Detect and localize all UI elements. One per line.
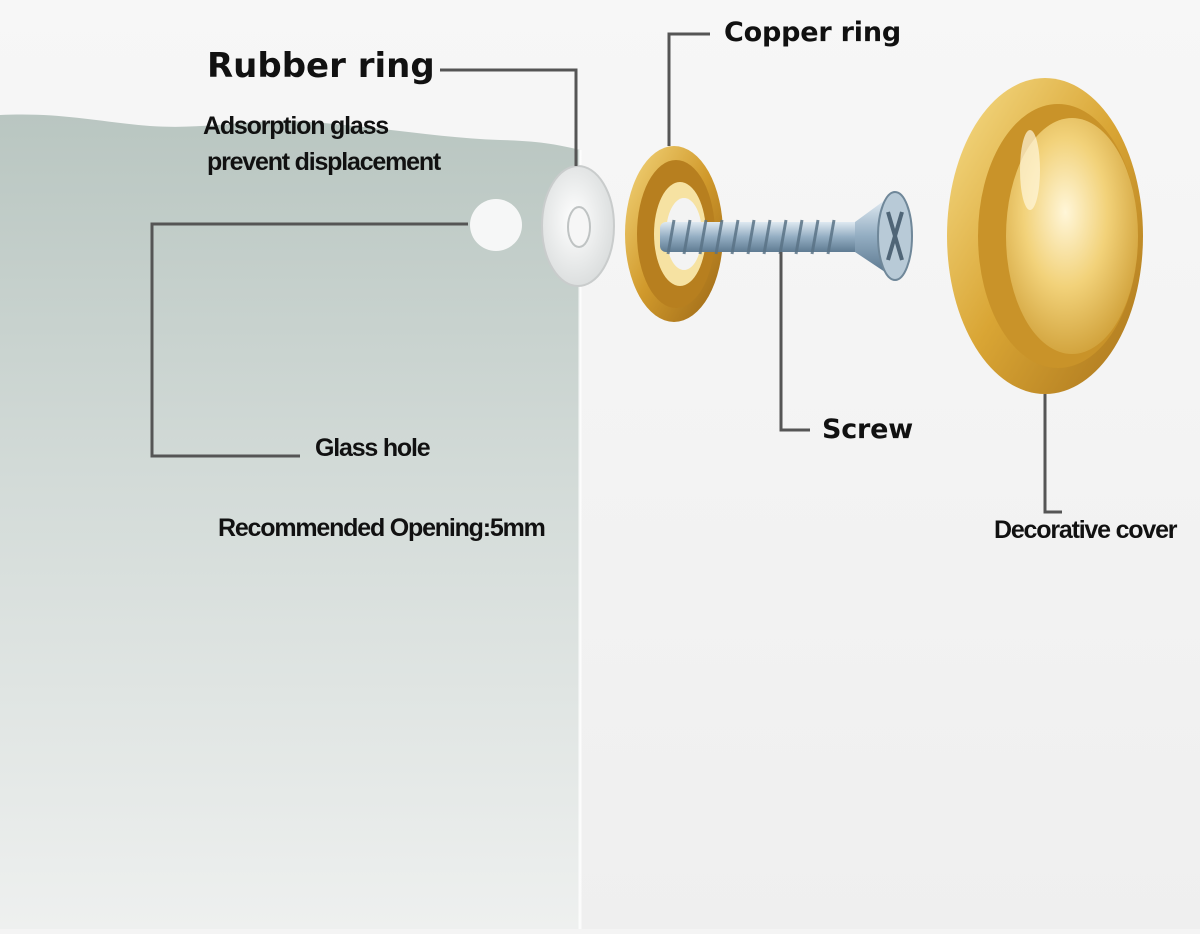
glass-hole-circle: [470, 199, 522, 251]
decorative-cover-part: [947, 78, 1143, 394]
screw-part: [660, 191, 913, 281]
rubber-ring-label: Rubber ring: [207, 46, 435, 86]
rubber-ring-leader: [440, 68, 578, 166]
rubber-ring-part: [541, 165, 615, 287]
decorative-cover-label: Decorative cover: [994, 516, 1178, 544]
screw-leader: [779, 252, 810, 432]
copper-ring-leader: [667, 32, 710, 146]
glass-hole-label: Glass hole: [315, 434, 431, 462]
screw-label: Screw: [822, 414, 914, 445]
glass-hole-leader: [150, 222, 468, 458]
glass-panel: [0, 114, 580, 929]
leader-lines: [150, 32, 1062, 514]
recommended-opening-label: Recommended Opening:5mm: [218, 514, 546, 542]
adsorption-label-line1: Adsorption glass: [203, 112, 389, 140]
decorative-cover-leader: [1043, 394, 1062, 514]
copper-ring-label: Copper ring: [724, 17, 901, 48]
adsorption-label-line2: prevent displacement: [207, 148, 441, 176]
